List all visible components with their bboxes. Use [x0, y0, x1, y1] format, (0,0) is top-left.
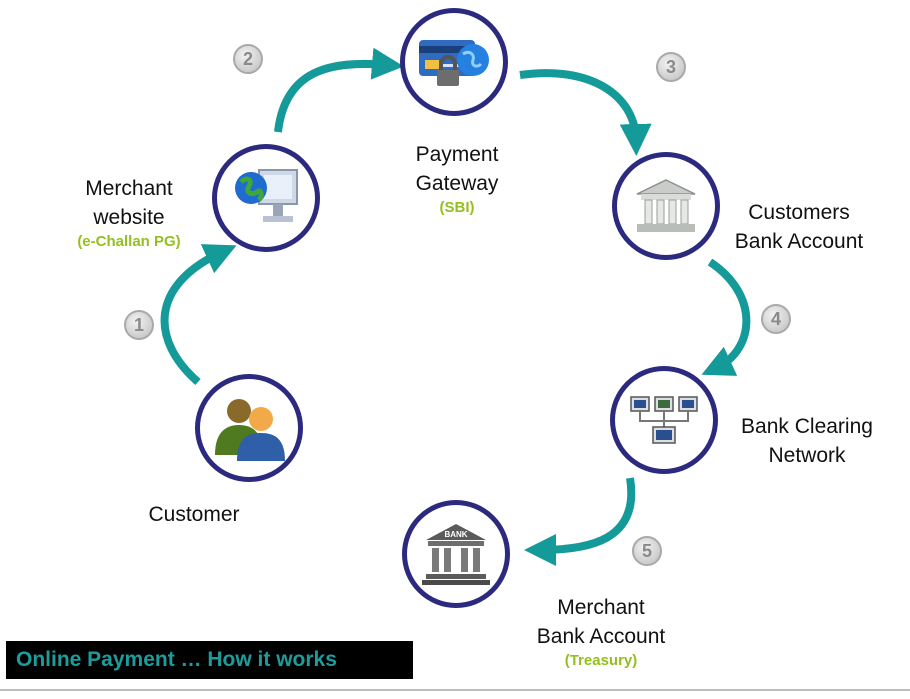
merchant-bank-line2: Bank Account [536, 625, 666, 648]
arrow-step-1 [160, 244, 237, 386]
users-icon [215, 399, 285, 461]
payment-gateway-sub: (SBI) [439, 199, 475, 216]
merchant-website-line2: website [93, 206, 165, 229]
clearing-network-node [610, 366, 718, 474]
clearing-network-line1: Bank Clearing [741, 415, 873, 438]
merchant-bank-sub: (Treasury) [564, 652, 638, 669]
clearing-network-label: Bank Clearing Network [724, 412, 890, 470]
merchant-website-line1: Merchant [85, 177, 173, 200]
arrow-step-2 [274, 47, 404, 133]
merchant-bank-label: Merchant Bank Account (Treasury) [516, 593, 686, 671]
credit-card-lock-icon [419, 40, 489, 86]
customer-label-text: Customer [148, 503, 240, 526]
customers-bank-line1: Customers [748, 201, 850, 224]
customer-node [195, 374, 303, 482]
network-monitors-icon [630, 396, 698, 444]
bottom-divider [0, 689, 910, 691]
merchant-website-node [212, 144, 320, 252]
payment-gateway-line2: Gateway [415, 172, 499, 195]
customers-bank-label: Customers Bank Account [718, 198, 880, 256]
bank-sign-text: BANK [444, 530, 467, 539]
footer-title: Online Payment … How it works [6, 641, 413, 679]
customers-bank-node [612, 152, 720, 260]
computer-globe-icon [235, 169, 298, 222]
bank-building-icon [636, 179, 696, 232]
merchant-bank-line1: Merchant [557, 596, 645, 619]
customer-label: Customer [126, 500, 262, 529]
arrow-step-3 [519, 69, 652, 156]
arrow-step-4 [701, 258, 751, 376]
merchant-website-label: Merchant website (e-Challan PG) [54, 174, 204, 252]
bank-icon: BANK [422, 524, 490, 585]
arrow-step-5 [524, 477, 636, 566]
merchant-bank-node: BANK [402, 500, 510, 608]
payment-gateway-label: Payment Gateway (SBI) [384, 140, 530, 218]
step-1-badge: 1 [124, 310, 154, 340]
payment-gateway-node [400, 8, 508, 116]
merchant-website-sub: (e-Challan PG) [77, 233, 181, 250]
step-2-badge: 2 [233, 44, 263, 74]
customers-bank-line2: Bank Account [734, 230, 864, 253]
step-3-badge: 3 [656, 52, 686, 82]
step-5-badge: 5 [632, 536, 662, 566]
clearing-network-line2: Network [768, 444, 846, 467]
step-4-badge: 4 [761, 304, 791, 334]
payment-gateway-line1: Payment [415, 143, 499, 166]
